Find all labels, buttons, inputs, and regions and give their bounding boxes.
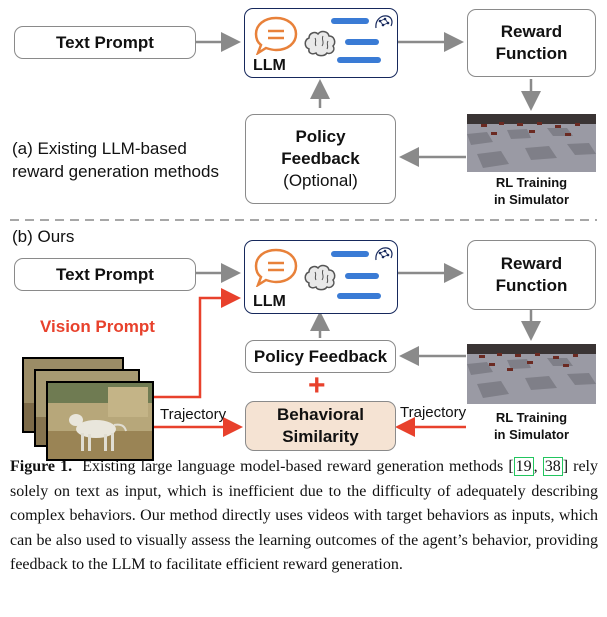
behavioral-similarity-box: Behavioral Similarity bbox=[245, 401, 396, 451]
reward-line1-bottom: Reward bbox=[500, 254, 563, 273]
citation-link-38[interactable]: 38 bbox=[542, 457, 563, 476]
text-prompt-label-top: Text Prompt bbox=[56, 32, 154, 52]
plus-icon: + bbox=[308, 369, 326, 402]
rl-training-label-top: RL Training in Simulator bbox=[467, 174, 596, 208]
text-bar-1 bbox=[331, 18, 369, 24]
speech-bubble-icon bbox=[254, 16, 298, 55]
reward-function-box-top: Reward Function bbox=[467, 9, 596, 77]
llm-box-top: LLM bbox=[244, 8, 398, 78]
policy-feedback-label: Policy Feedback bbox=[253, 346, 388, 366]
neural-net-icon bbox=[375, 15, 393, 29]
text-prompt-label-bottom: Text Prompt bbox=[56, 264, 154, 284]
policy-line3-top: (Optional) bbox=[283, 171, 358, 190]
arrow-vision-to-llm bbox=[154, 288, 241, 399]
reward-function-box-bottom: Reward Function bbox=[467, 240, 596, 310]
rl-training-label-bottom: RL Training in Simulator bbox=[467, 409, 596, 443]
behavioral-line1: Behavioral bbox=[277, 405, 364, 424]
text-bar-1 bbox=[331, 251, 369, 257]
caption-sep: , bbox=[533, 458, 543, 475]
text-bar-3 bbox=[337, 293, 381, 299]
checkerboard-ground-image bbox=[467, 114, 596, 172]
citation-link-19[interactable]: 19 bbox=[513, 457, 534, 476]
dog-video-image bbox=[48, 383, 152, 459]
caption-lead: Figure 1. bbox=[10, 458, 73, 475]
trajectory-label-right: Trajectory bbox=[400, 404, 467, 421]
llm-label-top: LLM bbox=[253, 57, 286, 74]
brain-icon bbox=[304, 30, 336, 57]
section-a-line2: reward generation methods bbox=[12, 162, 219, 181]
simulator-image-bottom bbox=[467, 344, 596, 404]
vision-prompt-label: Vision Prompt bbox=[40, 317, 155, 336]
reward-line1-top: Reward bbox=[500, 22, 563, 41]
rl-line2-top: in Simulator bbox=[493, 192, 570, 207]
caption-part1: Existing large language model-based rewa… bbox=[82, 458, 509, 475]
text-bar-3 bbox=[337, 57, 381, 63]
policy-line2-top: Feedback bbox=[281, 149, 360, 168]
rl-line2-bottom: in Simulator bbox=[493, 427, 570, 442]
behavioral-line2: Similarity bbox=[282, 427, 359, 446]
llm-label-bottom: LLM bbox=[253, 293, 286, 310]
trajectory-label-left: Trajectory bbox=[160, 406, 227, 423]
text-bar-2 bbox=[345, 273, 379, 279]
section-a-line1: (a) Existing LLM-based bbox=[12, 139, 187, 158]
reward-line2-bottom: Function bbox=[495, 276, 568, 295]
section-a-label: (a) Existing LLM-based reward generation… bbox=[12, 137, 219, 183]
checkerboard-ground-image bbox=[467, 344, 596, 404]
text-prompt-box-top: Text Prompt bbox=[14, 26, 196, 59]
rl-line1-top: RL Training bbox=[495, 175, 568, 190]
caption-part2: rely solely on text as input, which is i… bbox=[10, 458, 598, 573]
simulator-image-top bbox=[467, 114, 596, 172]
policy-line1-top: Policy bbox=[295, 127, 346, 146]
policy-feedback-box-top: Policy Feedback (Optional) bbox=[245, 114, 396, 204]
speech-bubble-icon bbox=[254, 248, 298, 287]
figure-caption: Figure 1. Existing large language model-… bbox=[10, 457, 598, 573]
llm-box-bottom: LLM bbox=[244, 240, 398, 314]
text-prompt-box-bottom: Text Prompt bbox=[14, 258, 196, 291]
policy-feedback-box-bottom: Policy Feedback bbox=[245, 340, 396, 373]
reward-line2-top: Function bbox=[495, 44, 568, 63]
text-bar-2 bbox=[345, 39, 379, 45]
section-b-label: (b) Ours bbox=[12, 227, 75, 246]
rl-line1-bottom: RL Training bbox=[495, 410, 568, 425]
brain-icon bbox=[304, 264, 336, 291]
video-frame-front bbox=[46, 381, 154, 461]
neural-net-icon bbox=[375, 247, 393, 261]
